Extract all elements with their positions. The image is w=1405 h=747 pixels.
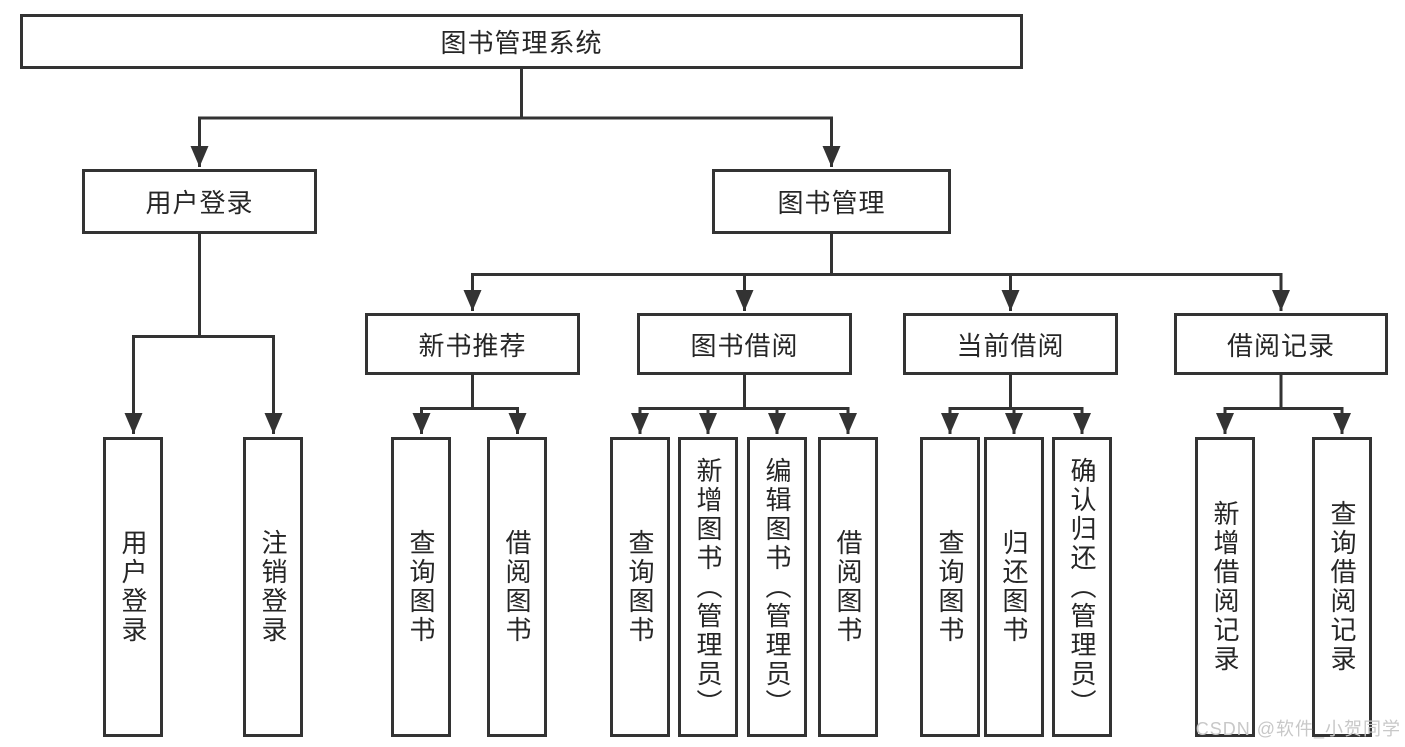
node-user-login: 用户登录 — [82, 169, 317, 234]
leaf-query-books-current: 查询图书 — [920, 437, 980, 737]
node-library-management-system: 图书管理系统 — [20, 14, 1023, 69]
node-book-management: 图书管理 — [712, 169, 951, 234]
leaf-borrow-books-recommend: 借阅图书 — [487, 437, 547, 737]
leaf-add-book-admin: 新增图书（管理员） — [678, 437, 738, 737]
leaf-add-borrow-record: 新增借阅记录 — [1195, 437, 1255, 737]
leaf-user-login: 用户登录 — [103, 437, 163, 737]
node-borrowing-records: 借阅记录 — [1174, 313, 1388, 375]
leaf-query-borrow-record: 查询借阅记录 — [1312, 437, 1372, 737]
node-new-book-recommendation: 新书推荐 — [365, 313, 580, 375]
leaf-edit-book-admin: 编辑图书（管理员） — [747, 437, 807, 737]
connector-elbows — [132, 68, 1344, 410]
node-book-borrowing: 图书借阅 — [637, 313, 852, 375]
leaf-borrow-books-borrowing: 借阅图书 — [818, 437, 878, 737]
leaf-confirm-return-admin: 确认归还（管理员） — [1052, 437, 1112, 737]
leaf-return-book: 归还图书 — [984, 437, 1044, 737]
leaf-query-books-recommend: 查询图书 — [391, 437, 451, 737]
leaf-query-books-borrowing: 查询图书 — [610, 437, 670, 737]
node-current-borrowing: 当前借阅 — [903, 313, 1118, 375]
leaf-logout: 注销登录 — [243, 437, 303, 737]
connector-arrows — [124, 118, 1351, 434]
csdn-watermark: CSDN @软件_小贺同学 — [1195, 719, 1401, 739]
